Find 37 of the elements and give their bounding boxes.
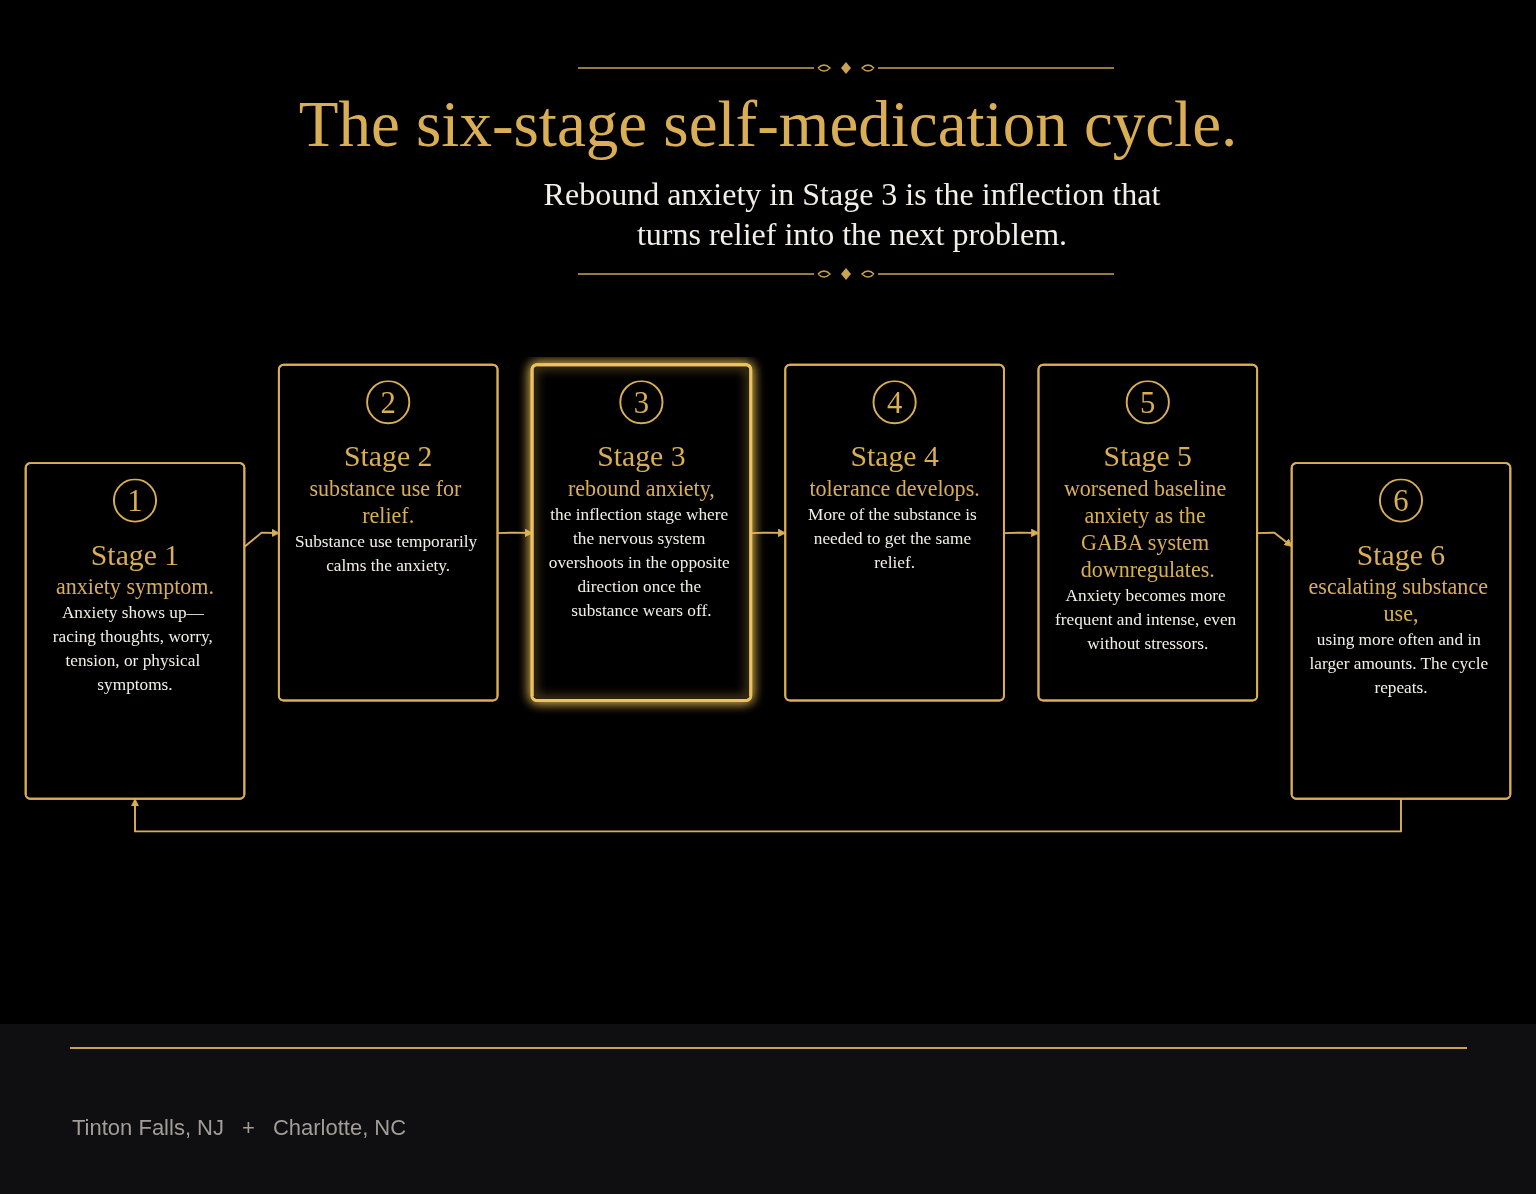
- stage-heading: Stage 6: [1356, 537, 1446, 572]
- stage-description: using more often and in larger amounts. The cycle repeats.: [1309, 629, 1490, 698]
- stage-subtitle: escalating substance use,: [1308, 575, 1489, 627]
- location-text: Charlotte, NC: [272, 1115, 407, 1140]
- stage-card: [1290, 462, 1512, 800]
- stage-number: 2: [366, 380, 411, 425]
- stage-description: Anxiety shows up— racing thoughts, worry, tension, or physical symptoms.: [52, 603, 214, 695]
- stage-description: the inflection stage where the nervous system overshoots in the opposite direction once the substance wears off.: [548, 504, 731, 620]
- stage-number: 4: [872, 380, 917, 425]
- stage-card: [784, 363, 1005, 702]
- stage-card: [24, 462, 246, 800]
- stage-description: Anxiety becomes more frequent and intense, even without stressors.: [1055, 585, 1238, 653]
- stage-number: 3: [619, 380, 664, 425]
- stage-heading: Stage 2: [344, 439, 433, 474]
- stage-card: [530, 363, 753, 702]
- stage-card: [277, 363, 499, 702]
- stage-heading: Stage 5: [1103, 439, 1192, 474]
- stage-subtitle: tolerance develops.: [809, 477, 980, 501]
- stage-subtitle: anxiety symptom.: [55, 575, 215, 600]
- stage-heading: Stage 4: [850, 439, 939, 474]
- stage-card: [1037, 363, 1259, 702]
- stage-heading: Stage 1: [90, 537, 180, 572]
- stage-heading: Stage 3: [597, 439, 686, 474]
- stage-subtitle: worsened baseline anxiety as the GABA system downregulates.: [1063, 477, 1228, 582]
- subtitle: Rebound anxiety in Stage 3 is the inflection that turns relief into the next problem.: [542, 175, 1162, 254]
- stage-number: 1: [112, 478, 158, 523]
- arrow: [497, 528, 533, 538]
- title: The six-stage self-medication cycle.: [297, 87, 1239, 162]
- separator-text: +: [242, 1115, 255, 1140]
- stage-subtitle: substance use for relief.: [309, 477, 463, 528]
- arrow: [130, 797, 1402, 833]
- stage-number: 6: [1378, 478, 1424, 523]
- stage-description: More of the substance is needed to get the same relief.: [808, 504, 978, 572]
- stage-description: Substance use temporarily calms the anxiety.: [294, 531, 479, 575]
- stage-subtitle: rebound anxiety,: [568, 477, 715, 501]
- location-text: Tinton Falls, NJ: [72, 1115, 224, 1140]
- stage-number: 5: [1125, 380, 1170, 425]
